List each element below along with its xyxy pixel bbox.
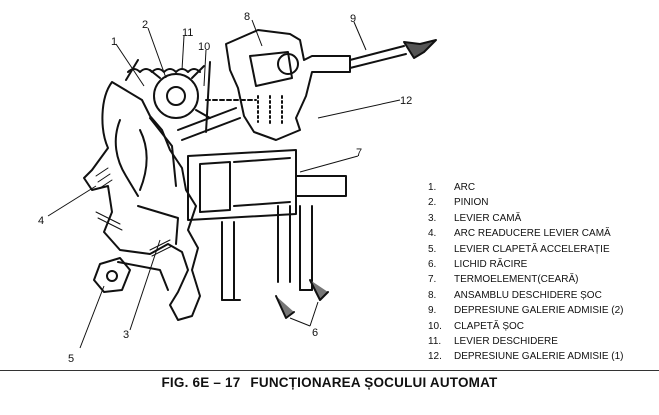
legend-item: 7. TERMOELEMENT(CEARĂ) bbox=[428, 272, 624, 287]
legend-item: 12. DEPRESIUNE GALERIE ADMISIE (1) bbox=[428, 349, 624, 364]
thermoelement bbox=[187, 149, 297, 221]
legend-text: TERMOELEMENT(CEARĂ) bbox=[454, 274, 579, 286]
caption-title: FUNCȚIONAREA ȘOCULUI AUTOMAT bbox=[250, 375, 498, 390]
automatic-choke-drawing: 1 2 3 4 5 6 7 8 9 10 11 12 bbox=[38, 11, 437, 365]
callout-6: 6 bbox=[312, 327, 318, 339]
legend-num: 10. bbox=[428, 320, 442, 332]
legend-text: DEPRESIUNE GALERIE ADMISIE (2) bbox=[454, 305, 624, 317]
callout-8: 8 bbox=[244, 11, 250, 23]
legend-num: 3. bbox=[428, 212, 437, 224]
legend-text: LEVIER DESCHIDERE bbox=[454, 335, 558, 347]
legend-num: 1. bbox=[428, 182, 437, 193]
legend-text: ARC READUCERE LEVIER CAMĂ bbox=[454, 228, 611, 240]
legend-list: 1. ARC 2. PINION 3. LEVIER CAMĂ 4. ARC READU… bbox=[428, 180, 624, 365]
legend-item: 9. DEPRESIUNE GALERIE ADMISIE (2) bbox=[428, 303, 624, 318]
legend-text: ARC bbox=[454, 182, 476, 193]
legend-item: 3. LEVIER CAMĂ bbox=[428, 211, 624, 226]
opening-assembly bbox=[225, 29, 351, 141]
legend-num: 11. bbox=[428, 335, 442, 347]
caption-divider bbox=[0, 370, 659, 371]
legend-num: 2. bbox=[428, 197, 437, 209]
legend-num: 9. bbox=[428, 305, 437, 317]
legend-text: LEVIER CAMĂ bbox=[454, 212, 522, 224]
legend-text: LEVIER CLAPETĂ ACCELERAȚIE bbox=[454, 243, 610, 255]
legend-text: ANSAMBLU DESCHIDERE ȘOC bbox=[454, 289, 602, 301]
legend-text: LICHID RĂCIRE bbox=[454, 258, 528, 270]
callout-2: 2 bbox=[142, 19, 148, 31]
legend-num: 6. bbox=[428, 258, 437, 270]
callout-11: 11 bbox=[182, 27, 193, 39]
legend-item: 11. LEVIER DESCHIDERE bbox=[428, 334, 624, 349]
legend-item: 1. ARC bbox=[428, 180, 624, 195]
coolant-channel bbox=[221, 205, 313, 301]
callout-10: 10 bbox=[198, 41, 210, 53]
caption-fig-number: FIG. 6E – 17 bbox=[161, 375, 241, 390]
throttle-body-housing bbox=[83, 81, 201, 321]
legend-num: 7. bbox=[428, 274, 437, 286]
legend-num: 5. bbox=[428, 243, 437, 255]
legend-num: 4. bbox=[428, 228, 437, 240]
legend-item: 8. ANSAMBLU DESCHIDERE ȘOC bbox=[428, 288, 624, 303]
legend-text: CLAPETĂ ȘOC bbox=[454, 320, 525, 332]
legend-num: 8. bbox=[428, 289, 437, 301]
legend-item: 4. ARC READUCERE LEVIER CAMĂ bbox=[428, 226, 624, 241]
callout-1: 1 bbox=[111, 36, 117, 48]
legend-num: 12. bbox=[428, 351, 442, 363]
legend-text: PINION bbox=[454, 197, 489, 209]
figure-caption: FIG. 6E – 17 FUNCȚIONAREA ȘOCULUI AUTOMAT bbox=[0, 375, 659, 390]
legend-item: 6. LICHID RĂCIRE bbox=[428, 257, 624, 272]
legend-text: DEPRESIUNE GALERIE ADMISIE (1) bbox=[454, 351, 624, 363]
callout-12: 12 bbox=[400, 95, 412, 107]
callout-9: 9 bbox=[350, 13, 356, 25]
legend-item: 5. LEVIER CLAPETĂ ACCELERAȚIE bbox=[428, 242, 624, 257]
throttle-lever bbox=[93, 257, 131, 293]
callout-5: 5 bbox=[68, 353, 74, 365]
legend-item: 2. PINION bbox=[428, 195, 624, 210]
callout-3: 3 bbox=[123, 329, 129, 341]
callout-7: 7 bbox=[356, 147, 362, 159]
callout-4: 4 bbox=[38, 215, 44, 227]
pinion-wheel bbox=[153, 73, 199, 119]
legend-item: 10. CLAPETĂ ȘOC bbox=[428, 319, 624, 334]
